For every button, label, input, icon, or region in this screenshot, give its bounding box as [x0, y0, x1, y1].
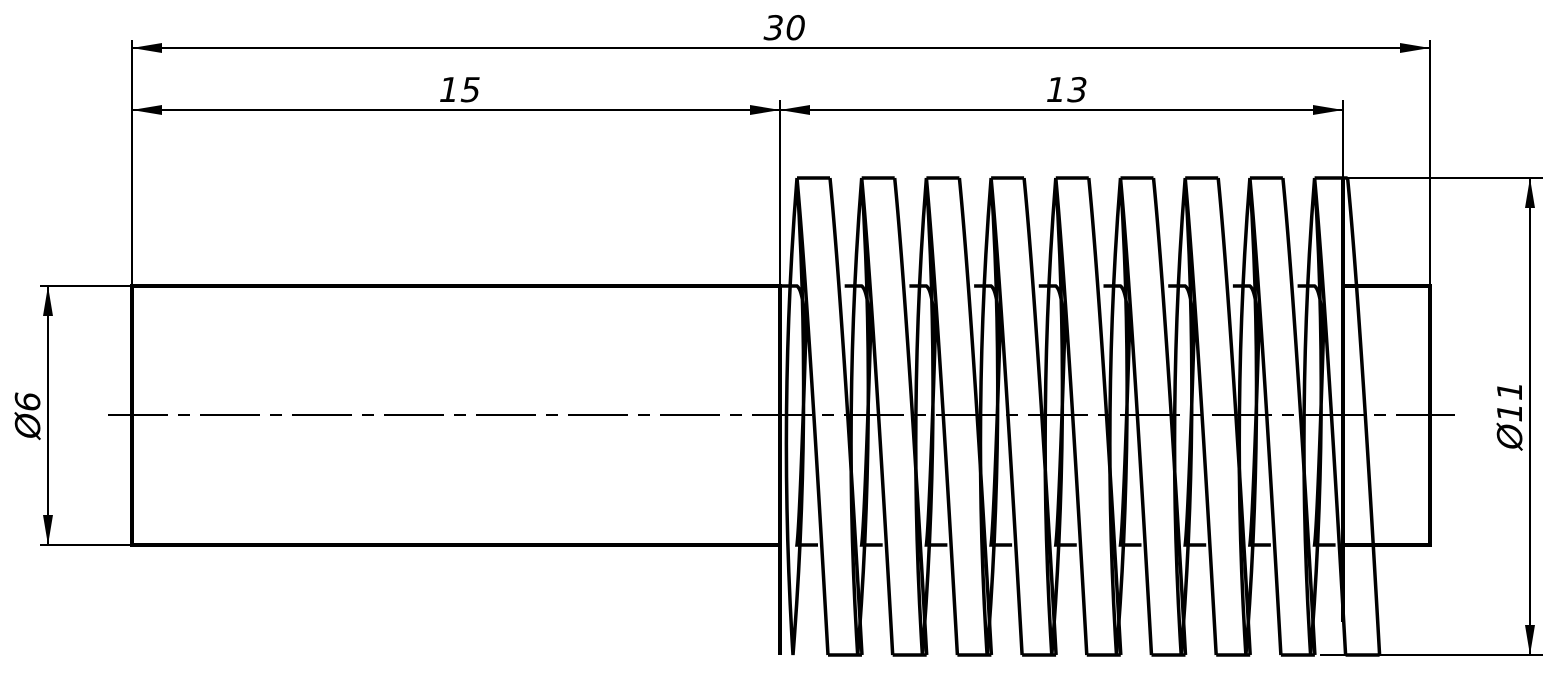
- extension-lines: [40, 40, 1543, 656]
- shaft-right-end: [1343, 284, 1432, 547]
- label-thread-diameter: Ø11: [1491, 380, 1531, 452]
- thread-coil: [1168, 176, 1252, 657]
- thread-coil: [1103, 176, 1188, 657]
- label-overall-length: 30: [763, 9, 806, 49]
- label-thread-length: 13: [1045, 71, 1088, 111]
- thread-coil: [780, 176, 864, 657]
- thread-coil: [1232, 176, 1317, 657]
- label-shaft-length: 15: [438, 71, 481, 111]
- label-shaft-diameter: Ø6: [9, 391, 49, 441]
- thread-coil: [974, 176, 1058, 657]
- thread-coil: [844, 176, 929, 657]
- thread-coil: [909, 176, 994, 657]
- thread-coil: [1038, 176, 1123, 657]
- thread-coils: [780, 176, 1382, 657]
